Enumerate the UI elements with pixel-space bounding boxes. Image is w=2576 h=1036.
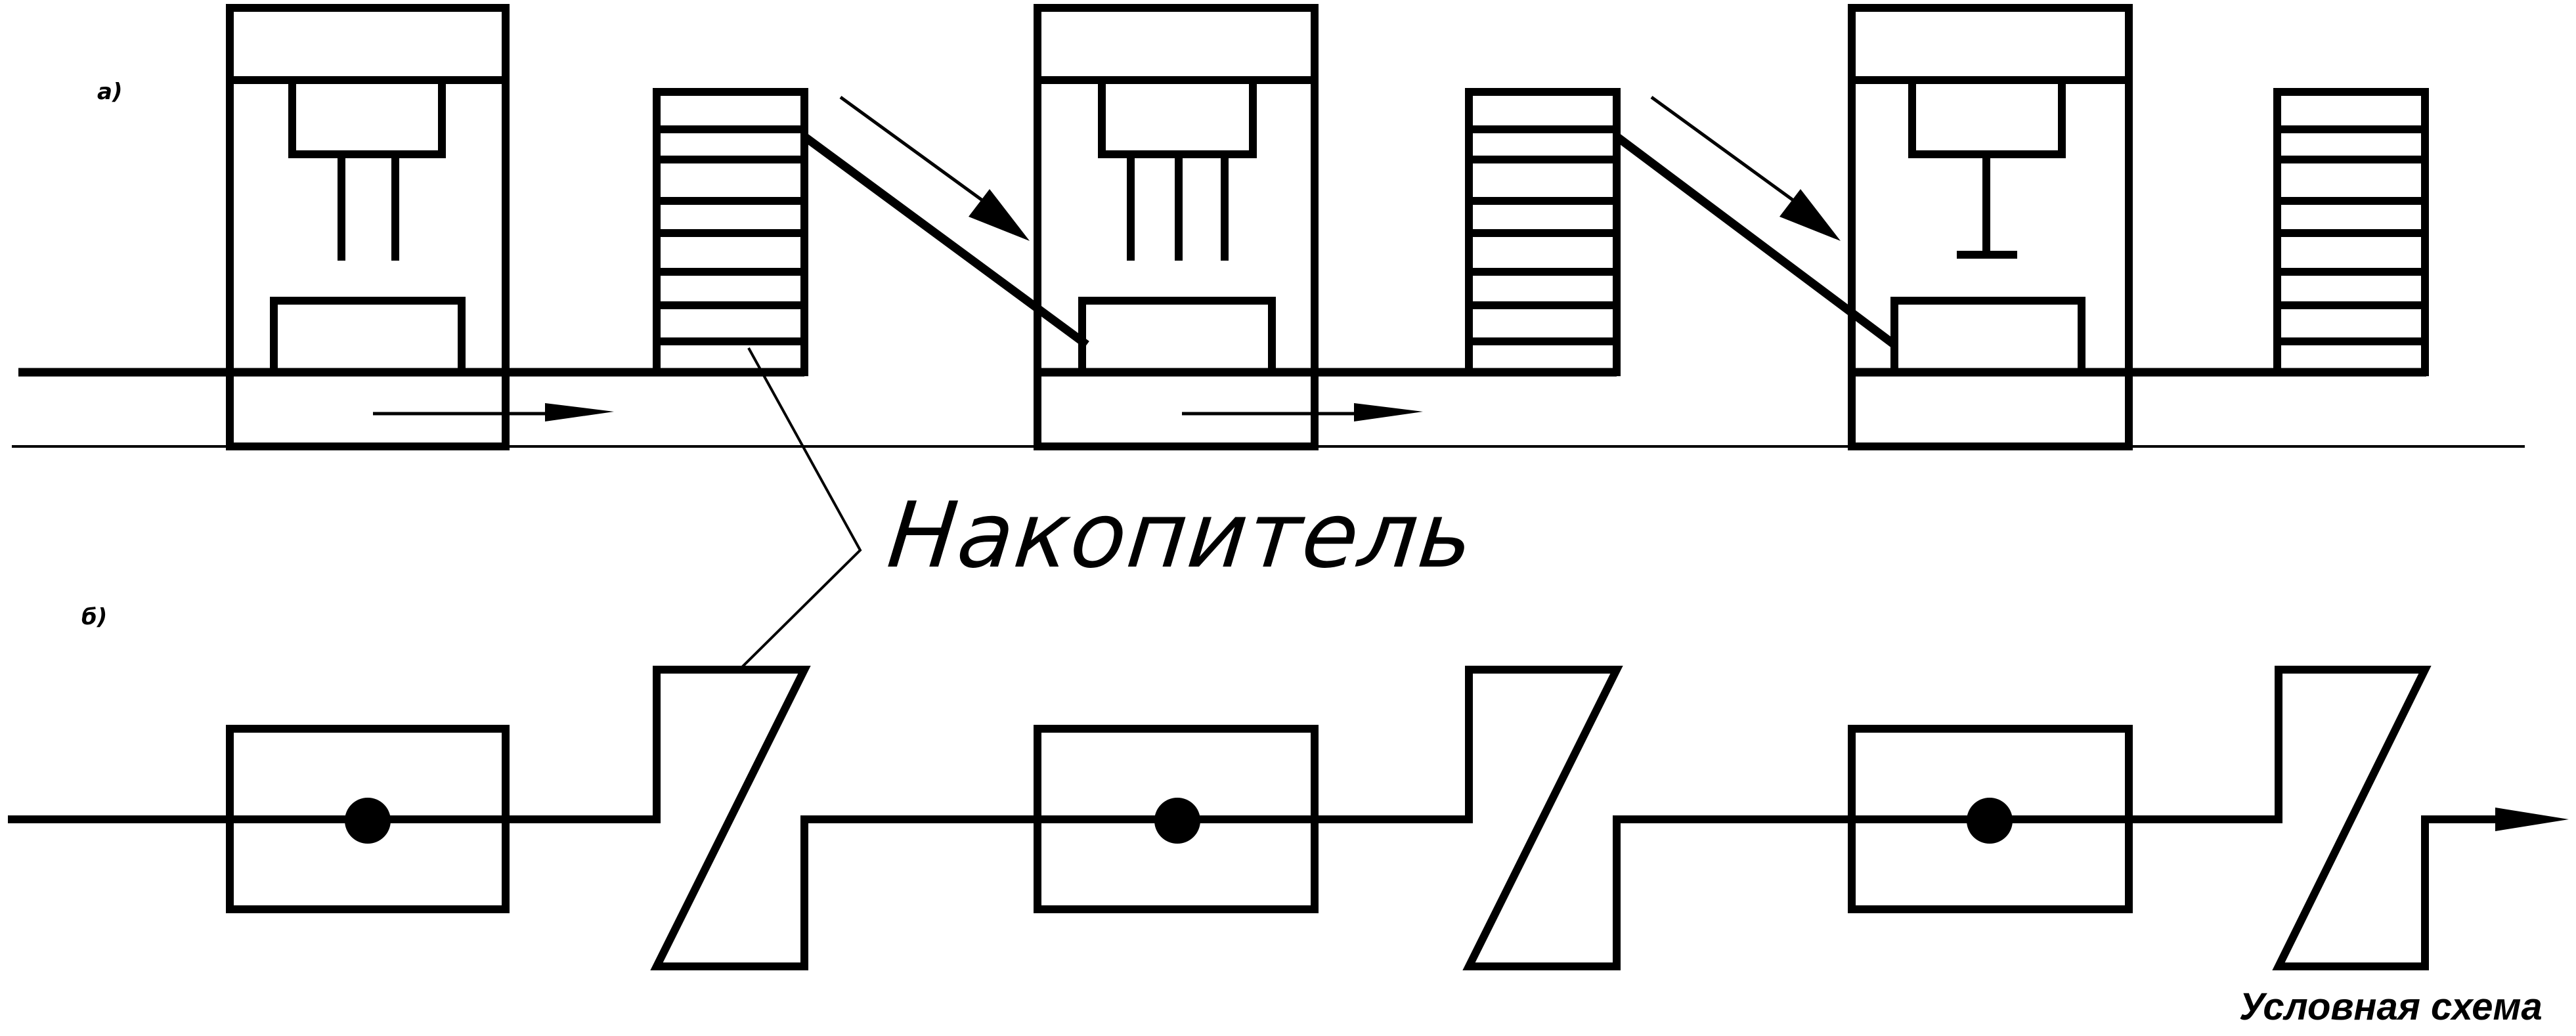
scheme-dot-3 xyxy=(1967,798,2013,844)
scheme-caption: Условная схема xyxy=(2239,985,2543,1028)
machine-1-workpiece xyxy=(270,297,466,372)
scheme-dot-1 xyxy=(345,798,391,844)
buffer-callout-label: Накопитель xyxy=(883,483,1479,588)
machine-1 xyxy=(226,4,510,450)
buffer-2 xyxy=(1465,88,1621,376)
transfer-arrow-1 xyxy=(839,95,1030,241)
buffer-1 xyxy=(653,88,808,376)
callout-leader xyxy=(739,347,862,670)
flow-arrow-1 xyxy=(373,403,614,421)
machine-3 xyxy=(1848,4,2133,450)
part-b-label: б) xyxy=(81,604,108,630)
scheme-flow-line xyxy=(8,666,2502,970)
transfer-arrow-2 xyxy=(1650,95,1841,241)
buffer-3 xyxy=(2273,88,2429,376)
part-a-label: а) xyxy=(97,79,123,105)
scheme-dot-2 xyxy=(1154,798,1200,844)
scheme-output-arrow xyxy=(2495,808,2569,831)
machine-1-frame xyxy=(226,4,510,450)
scheme-b xyxy=(8,666,2502,970)
machine-1-spindle-head xyxy=(288,76,446,158)
flow-arrow-2 xyxy=(1182,403,1423,421)
chute-1 xyxy=(802,133,1089,349)
machine-2 xyxy=(1034,4,1319,450)
